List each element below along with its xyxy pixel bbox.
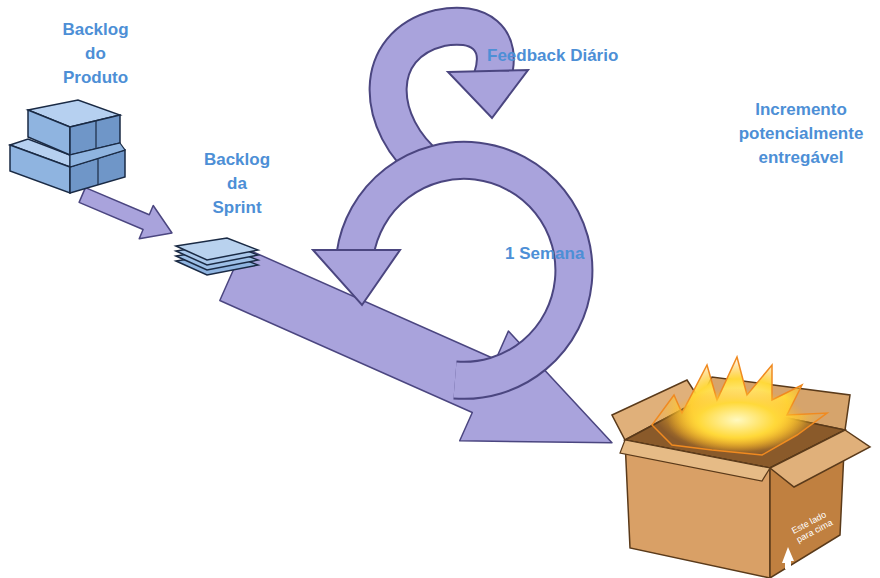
node-heading: Backlog do Produto <box>53 18 138 90</box>
scrum-node: Backlog da Sprint <box>172 146 268 274</box>
feedback-arrowhead <box>448 70 528 118</box>
loop-label: Feedback Diário <box>487 45 618 67</box>
week-loop <box>355 160 574 380</box>
scrum-node: Backlog do Produto <box>8 15 143 195</box>
scrum-node: Incremento potencialmente entregávelEste… <box>612 95 878 578</box>
sprint-loop <box>313 26 574 380</box>
node-illustration <box>612 95 878 578</box>
node-illustration <box>8 15 143 195</box>
loop-label: 1 Semana <box>505 243 584 265</box>
flow-arrow <box>79 188 172 239</box>
week-arrowhead <box>313 250 400 305</box>
week-loop-outline <box>355 160 574 380</box>
node-heading: Backlog da Sprint <box>202 148 272 220</box>
node-heading: Incremento potencialmente entregável <box>725 98 877 170</box>
